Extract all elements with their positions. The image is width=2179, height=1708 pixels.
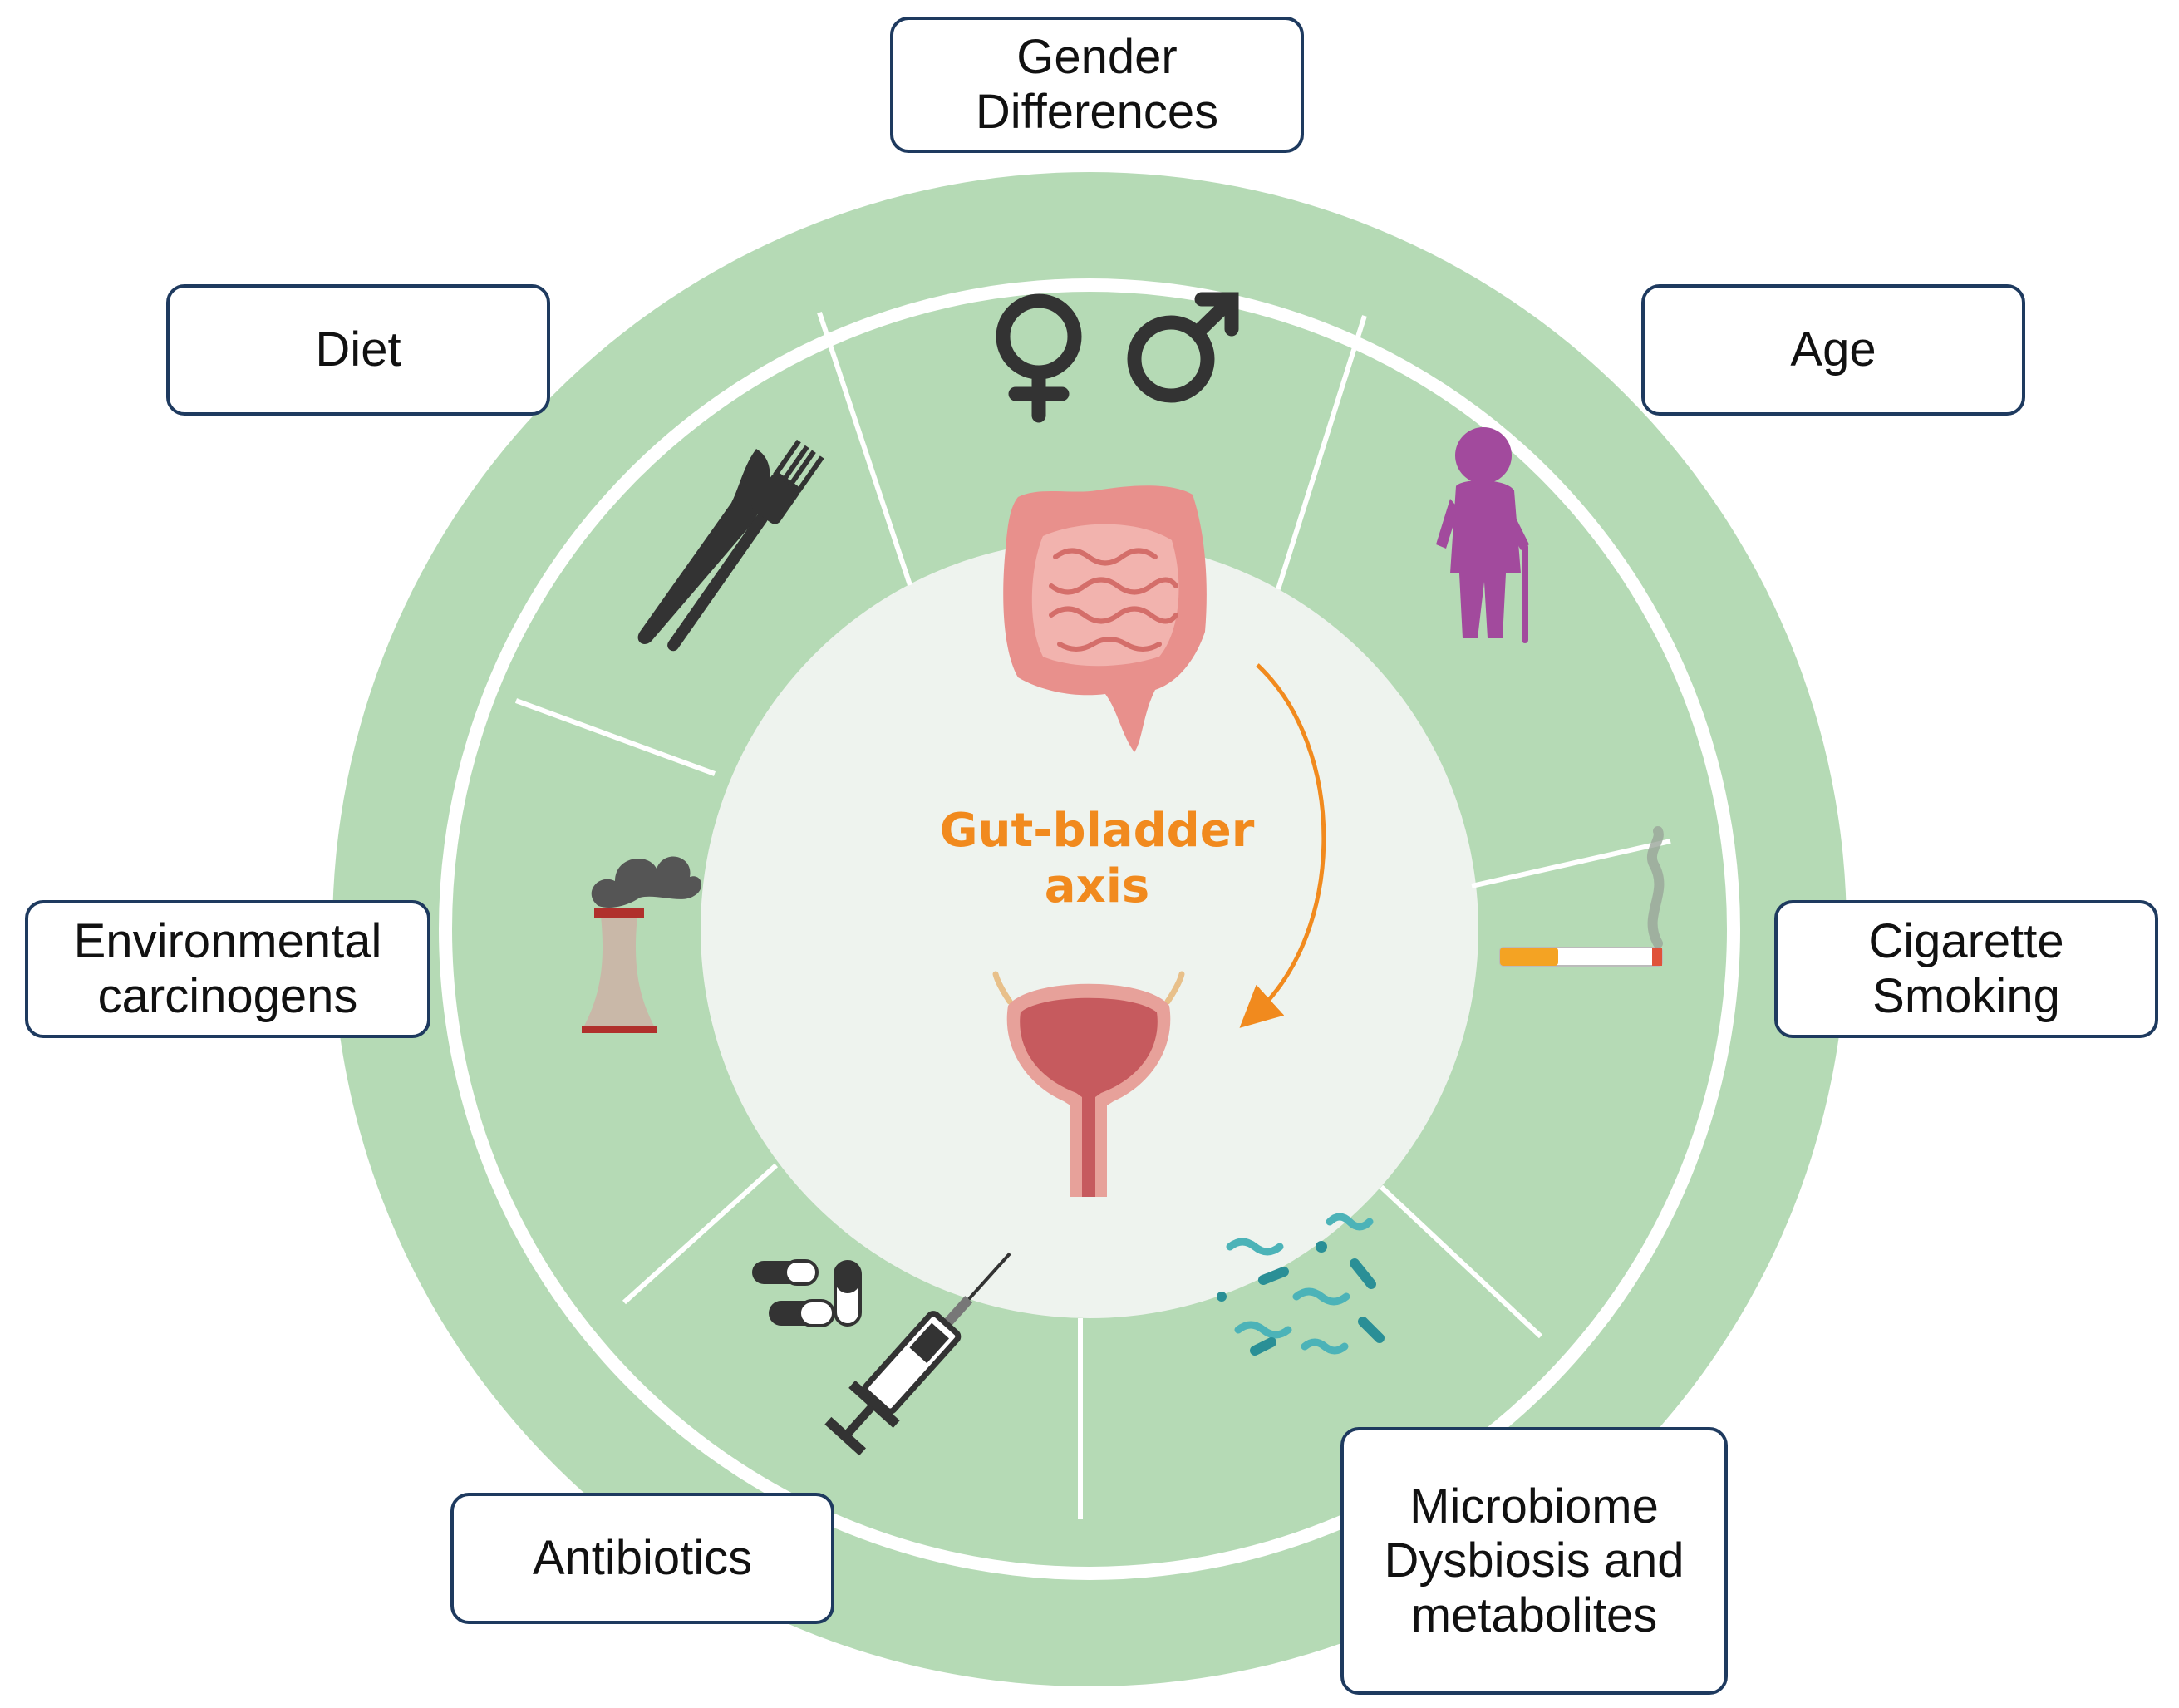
microbiome-label-line3: metabolites	[1410, 1587, 1658, 1642]
center-title: Gut-bladder axis	[889, 803, 1305, 914]
diet-box: Diet	[166, 284, 550, 416]
antibiotics-box: Antibiotics	[450, 1493, 834, 1624]
microbiome-box: Microbiome Dysbiosis and metabolites	[1340, 1427, 1728, 1695]
sector-dividers	[514, 312, 1671, 1519]
ring-separator	[439, 278, 1740, 1580]
gender-label-line2: Differences	[975, 85, 1219, 139]
microbiome-label-line1: Microbiome	[1409, 1479, 1659, 1533]
center-title-line2: axis	[1044, 859, 1150, 914]
age-box: Age	[1641, 284, 2025, 416]
pills-syringe-icon	[752, 1252, 1011, 1456]
center-title-line1: Gut-bladder	[939, 804, 1255, 858]
elderly-person-icon	[1436, 427, 1529, 638]
factory-icon	[582, 856, 702, 1033]
gender-symbols-icon	[996, 292, 1239, 423]
cigarette-icon	[1499, 826, 1665, 967]
environmental-carcinogens-box: Environmental carcinogens	[25, 900, 430, 1038]
intestine-icon	[1003, 485, 1207, 752]
environmental-label-line1: Environmental	[73, 914, 382, 969]
bacteria-icon	[1217, 1213, 1385, 1356]
diet-label: Diet	[315, 322, 401, 377]
antibiotics-label: Antibiotics	[532, 1531, 753, 1586]
age-label: Age	[1790, 322, 1876, 377]
smoking-label-line1: Cigarette	[1868, 914, 2064, 969]
center-circle	[701, 540, 1478, 1318]
cigarette-smoking-box: Cigarette Smoking	[1774, 900, 2158, 1038]
environmental-label-line2: carcinogens	[97, 969, 358, 1023]
microbiome-label-line2: Dysbiosis and	[1384, 1533, 1685, 1588]
smoking-label-line2: Smoking	[1872, 969, 2060, 1023]
gut-to-bladder-arrow	[1239, 663, 1326, 1028]
gender-label-line1: Gender	[1016, 30, 1178, 85]
cutlery-icon	[637, 439, 824, 652]
bladder-icon	[992, 971, 1185, 1197]
gender-differences-box: Gender Differences	[890, 17, 1304, 153]
